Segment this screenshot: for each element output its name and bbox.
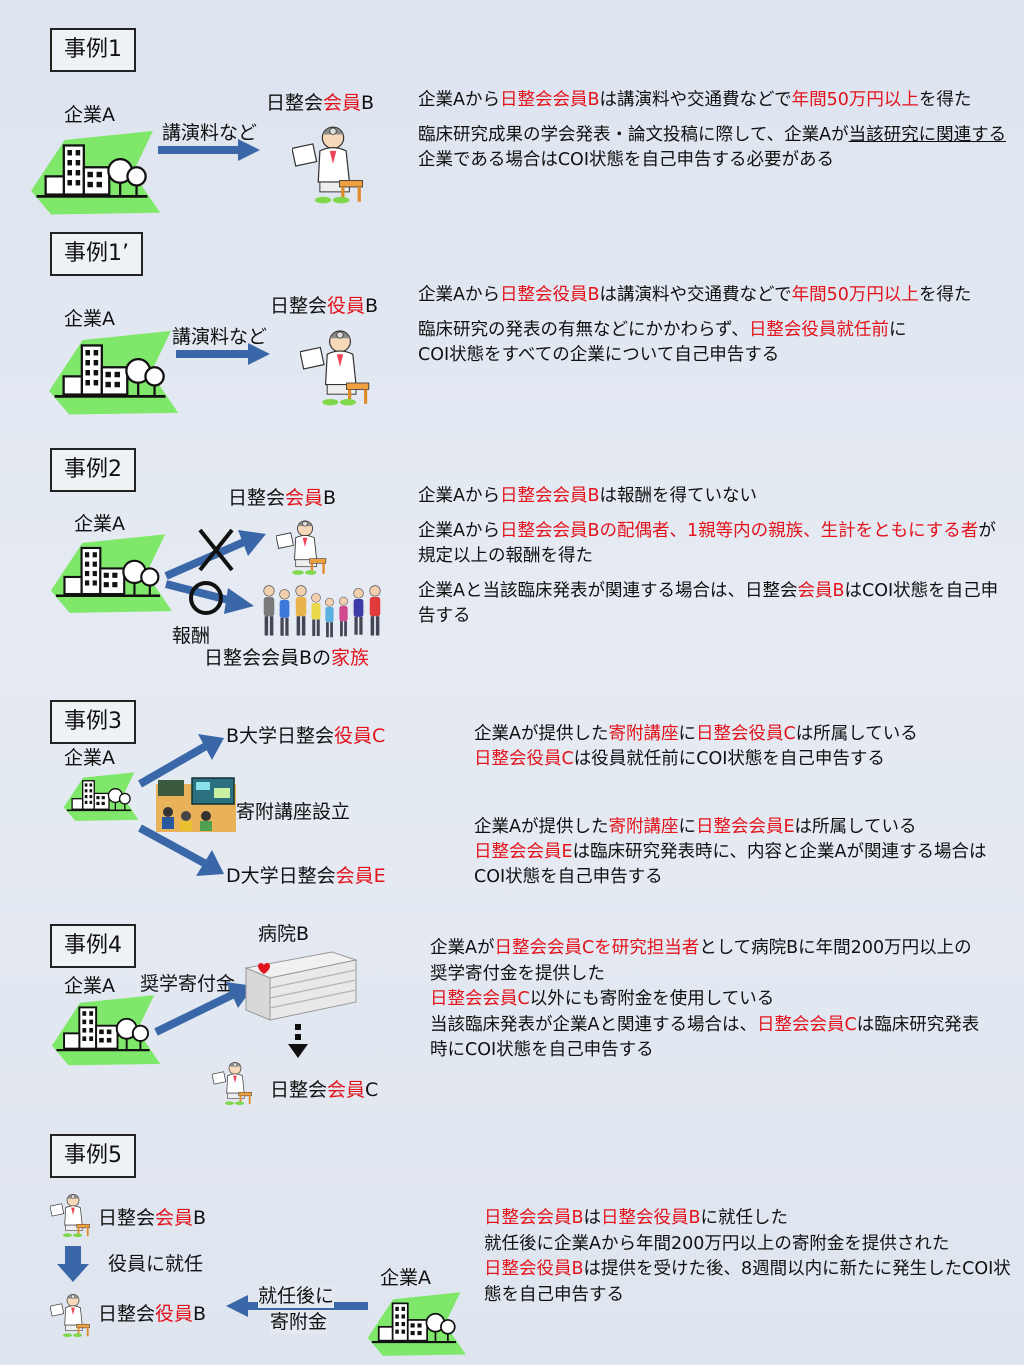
case3-title: 事例3 — [50, 700, 136, 744]
case1-description: 企業Aから日整会会員Bは講演料や交通費などで年間50万円以上を得た 臨床研究成果… — [418, 90, 1007, 170]
case3-upper-label: B大学日整会役員C — [226, 725, 386, 747]
case3-company-label: 企業A — [64, 747, 115, 769]
arrow-up-right-icon — [164, 530, 266, 580]
company-building-icon — [50, 993, 162, 1067]
case4-description: 企業Aが日整会会員Cを研究担当者として病院Bに年間200万円以上の奨学寄付金を提… — [430, 938, 980, 1060]
arrow-right-icon — [176, 343, 270, 365]
arrow-up-right-icon — [154, 982, 254, 1036]
case3-lower-label: D大学日整会会員E — [226, 865, 386, 887]
arrow-down-icon — [288, 1024, 308, 1058]
case4-recipient-label: 日整会会員C — [270, 1079, 379, 1101]
doctor-icon — [276, 520, 327, 576]
case4-hospital-label: 病院B — [258, 923, 310, 945]
case1-recipient-label: 日整会会員B — [266, 92, 375, 114]
case5-appointed-label: 役員に就任 — [108, 1253, 204, 1275]
case2-description: 企業Aから日整会会員Bは報酬を得ていない 企業Aから日整会会員Bの配偶者、1親等… — [418, 486, 999, 626]
case4-title: 事例4 — [50, 924, 136, 968]
case5-title: 事例5 — [50, 1134, 136, 1178]
case4-arrow-label: 奨学寄付金 — [140, 973, 236, 995]
arrow-up-right-icon — [138, 734, 224, 788]
cross-mark-icon — [198, 528, 234, 572]
case2-family-label: 日整会会員Bの家族 — [204, 647, 370, 669]
company-building-icon — [29, 129, 162, 216]
case3-description-upper: 企業Aが提供した寄附講座に日整会役員Cは所属している 日整会役員Cは役員就任前に… — [474, 724, 918, 769]
company-building-icon — [49, 533, 172, 615]
case1p-company-label: 企業A — [64, 308, 115, 330]
case3-middle-label: 寄附講座設立 — [236, 801, 351, 823]
case1p-arrow-label: 講演料など — [172, 326, 268, 348]
case1p-description: 企業Aから日整会役員Bは講演料や交通費などで年間50万円以上を得た 臨床研究の発… — [418, 285, 972, 365]
case4-company-label: 企業A — [64, 975, 115, 997]
company-building-icon — [62, 771, 140, 822]
doctor-icon — [50, 1193, 90, 1238]
lecture-room-icon — [156, 777, 236, 832]
case2-reward-label: 報酬 — [172, 625, 211, 647]
case5-member-label: 日整会会員B — [98, 1207, 207, 1229]
hospital-building-icon — [244, 951, 358, 1021]
case1-company-label: 企業A — [64, 104, 115, 126]
doctor-icon — [212, 1061, 252, 1106]
case2-company-label: 企業A — [74, 513, 125, 535]
case1p-recipient-label: 日整会役員B — [270, 295, 379, 317]
arrow-down-right-icon — [138, 824, 224, 876]
doctor-icon — [292, 126, 364, 205]
case5-arrow-label-2: 寄附金 — [270, 1310, 328, 1334]
arrow-right-icon — [165, 580, 254, 614]
arrow-down-icon — [57, 1246, 89, 1282]
company-building-icon — [366, 1291, 468, 1358]
family-icon — [263, 585, 381, 638]
case3-description-lower: 企業Aが提供した寄附講座に日整会会員Eは所属している 日整会会員Eは臨床研究発表… — [474, 817, 987, 887]
arrow-right-icon — [158, 139, 260, 161]
company-building-icon — [47, 329, 180, 416]
case5-officer-label: 日整会役員B — [98, 1303, 207, 1325]
case5-company-label: 企業A — [380, 1267, 431, 1289]
doctor-icon — [300, 330, 370, 407]
circle-mark-icon — [189, 581, 223, 615]
case1-title: 事例1 — [50, 28, 136, 72]
case5-arrow-label-1: 就任後に — [258, 1284, 335, 1308]
case2-recipient-label: 日整会会員B — [228, 487, 337, 509]
case2-title: 事例2 — [50, 448, 136, 492]
case1-arrow-label: 講演料など — [162, 122, 258, 144]
doctor-icon — [50, 1293, 90, 1338]
case5-description: 日整会会員Bは日整会役員Bに就任した 就任後に企業Aから年間200万円以上の寄附… — [484, 1208, 1011, 1305]
case1p-title: 事例1’ — [50, 232, 143, 276]
